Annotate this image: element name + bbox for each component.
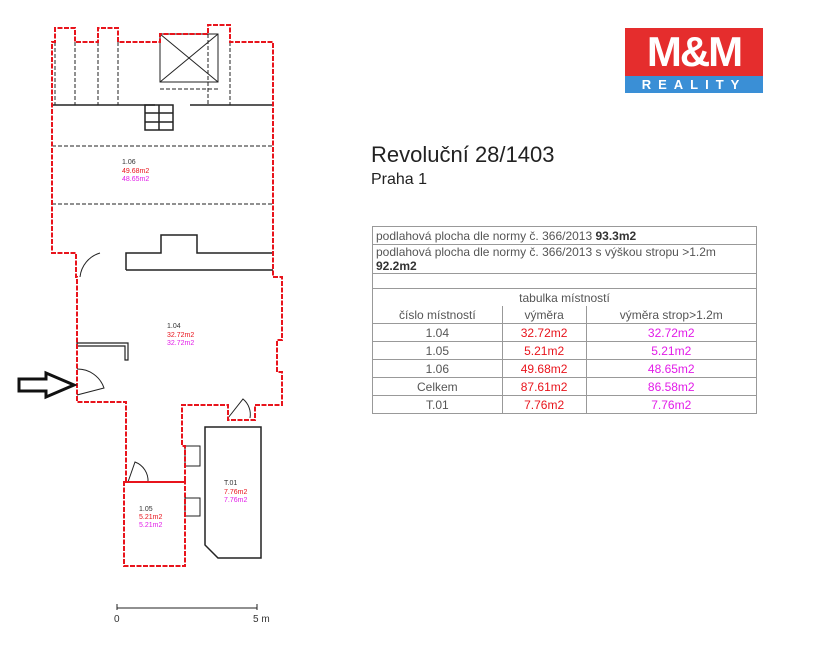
- room-outline-1-05: [123, 481, 186, 567]
- door: [227, 398, 251, 419]
- room-area-1-05: 5.21m2: [139, 514, 162, 521]
- room-area-high: 5.21m2: [585, 341, 758, 360]
- room-id: T.01: [372, 395, 503, 414]
- room-id: Celkem: [372, 377, 503, 396]
- column-header: výměra strop>1.2m: [585, 306, 758, 324]
- room-area-high: 32.72m2: [585, 323, 758, 342]
- room-label-1-04: 1.04: [167, 323, 181, 330]
- table-title: tabulka místností: [372, 288, 757, 306]
- scale-start: 0: [114, 614, 120, 625]
- wall: [125, 234, 273, 270]
- wall-t01: [204, 426, 262, 559]
- room-area: 49.68m2: [501, 359, 587, 378]
- door: [127, 461, 149, 483]
- room-area-1-06: 49.68m2: [122, 168, 149, 175]
- scale-bar: [116, 604, 258, 610]
- room-area: 32.72m2: [501, 323, 587, 342]
- column-header: výměra: [501, 306, 587, 324]
- room-area-high: 86.58m2: [585, 377, 758, 396]
- room-area-high: 7.76m2: [585, 395, 758, 414]
- room-id: 1.06: [372, 359, 503, 378]
- room-area-high-t01: 7.76m2: [224, 497, 247, 504]
- summary-row: podlahová plocha dle normy č. 366/2013 9…: [372, 226, 757, 245]
- room-area: 7.76m2: [501, 395, 587, 414]
- door: [79, 252, 101, 278]
- room-area-high-1-05: 5.21m2: [139, 522, 162, 529]
- summary-row: podlahová plocha dle normy č. 366/2013 s…: [372, 244, 757, 274]
- room-label-1-05: 1.05: [139, 506, 153, 513]
- summary-text: podlahová plocha dle normy č. 366/2013: [376, 228, 593, 243]
- door: [76, 368, 105, 396]
- table-header: číslo místností výměra výměra strop>1.2m: [372, 306, 758, 324]
- room-label-1-06: 1.06: [122, 159, 136, 166]
- room-id: 1.05: [372, 341, 503, 360]
- room-outline-main: [51, 24, 283, 483]
- room-area-high: 48.65m2: [585, 359, 758, 378]
- skylight: [159, 33, 219, 83]
- room-id: 1.04: [372, 323, 503, 342]
- summary-value: 92.2m2: [376, 259, 417, 273]
- summary-text: podlahová plocha dle normy č. 366/2013 s…: [376, 245, 716, 259]
- mm-reality-logo: M&M REALITY: [625, 28, 763, 93]
- logo-brand: M&M: [625, 28, 763, 76]
- summary-value: 93.3m2: [595, 228, 637, 243]
- room-area-high-1-04: 32.72m2: [167, 340, 194, 347]
- logo-sub: REALITY: [625, 76, 763, 93]
- page-subtitle: Praha 1: [371, 171, 428, 188]
- page-title: Revoluční 28/1403: [371, 142, 555, 167]
- room-area: 5.21m2: [501, 341, 587, 360]
- column-header: číslo místností: [372, 306, 503, 324]
- room-label-t01: T.01: [224, 480, 237, 487]
- room-area-high-1-06: 48.65m2: [122, 176, 149, 183]
- room-area-1-04: 32.72m2: [167, 332, 194, 339]
- room-area-t01: 7.76m2: [224, 489, 247, 496]
- area-table: podlahová plocha dle normy č. 366/2013 9…: [372, 226, 758, 414]
- scale-end: 5 m: [253, 614, 270, 625]
- room-area: 87.61m2: [501, 377, 587, 396]
- entrance-arrow-icon: [17, 370, 78, 400]
